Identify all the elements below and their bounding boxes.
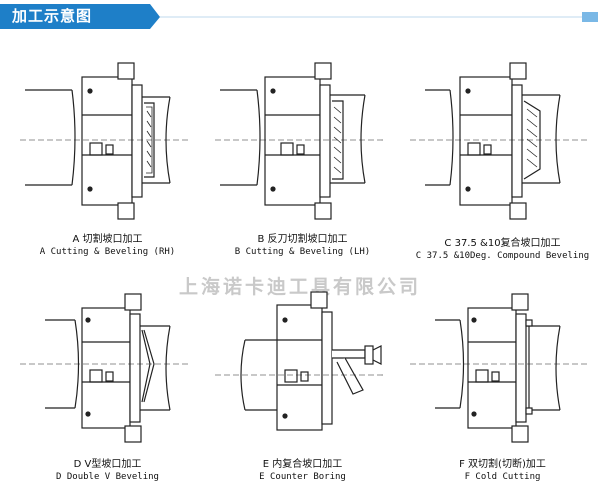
header-bar [0, 4, 160, 29]
diagram-c-title-zh: C 37.5 &10复合坡口加工 [444, 238, 561, 249]
diagram-b-caption: B 反刀切割坡口加工 B Cutting & Beveling (LH) [215, 233, 390, 259]
diagram-d-caption: D V型坡口加工 D Double V Beveling [20, 458, 195, 484]
diagram-e-caption: E 内复合坡口加工 E Counter Boring [215, 458, 390, 484]
diagram-b-title-en: B Cutting & Beveling (LH) [234, 247, 371, 257]
header-accent [582, 12, 598, 22]
header-bar-graphic [0, 4, 598, 29]
diagram-e-title-en: E Counter Boring [259, 472, 346, 482]
diagram-a: A 切割坡口加工 A Cutting & Beveling (RH) [20, 55, 195, 265]
diagram-c-title-en: C 37.5 &10Deg. Compound Beveling [415, 251, 590, 261]
diagram-e-drawing [215, 291, 385, 431]
diagram-c-caption: C 37.5 &10复合坡口加工 C 37.5 &10Deg. Compound… [410, 237, 595, 263]
section-header: 加工示意图 [0, 0, 600, 30]
page-title: 加工示意图 [12, 7, 93, 25]
diagram-e-title-zh: E 内复合坡口加工 [262, 459, 343, 470]
diagram-a-caption: A 切割坡口加工 A Cutting & Beveling (RH) [20, 233, 195, 259]
diagram-f-title-en: F Cold Cutting [464, 472, 541, 482]
diagram-a-drawing [20, 62, 190, 220]
diagram-a-title-zh: A 切割坡口加工 [72, 234, 143, 245]
diagram-b-title-zh: B 反刀切割坡口加工 [257, 234, 348, 245]
diagram-b-drawing [215, 62, 385, 220]
diagram-f-drawing [410, 293, 590, 443]
diagram-f-caption: F 双切割(切断)加工 F Cold Cutting [410, 458, 595, 484]
diagram-c-drawing [410, 62, 590, 220]
diagram-d-drawing [20, 293, 190, 443]
diagram-e: E 内复合坡口加工 E Counter Boring [215, 290, 390, 495]
diagram-d-title-en: D Double V Beveling [56, 472, 159, 482]
company-watermark: 上海诺卡迪工具有限公司 [178, 276, 421, 298]
diagram-c: C 37.5 &10复合坡口加工 C 37.5 &10Deg. Compound… [410, 55, 595, 270]
diagram-b: B 反刀切割坡口加工 B Cutting & Beveling (LH) [215, 55, 390, 265]
diagram-f: F 双切割(切断)加工 F Cold Cutting [410, 290, 595, 495]
diagram-d-title-zh: D V型坡口加工 [73, 459, 142, 470]
diagram-f-title-zh: F 双切割(切断)加工 [459, 459, 546, 470]
diagram-a-title-en: A Cutting & Beveling (RH) [39, 247, 176, 257]
diagram-d: D V型坡口加工 D Double V Beveling [20, 290, 195, 495]
